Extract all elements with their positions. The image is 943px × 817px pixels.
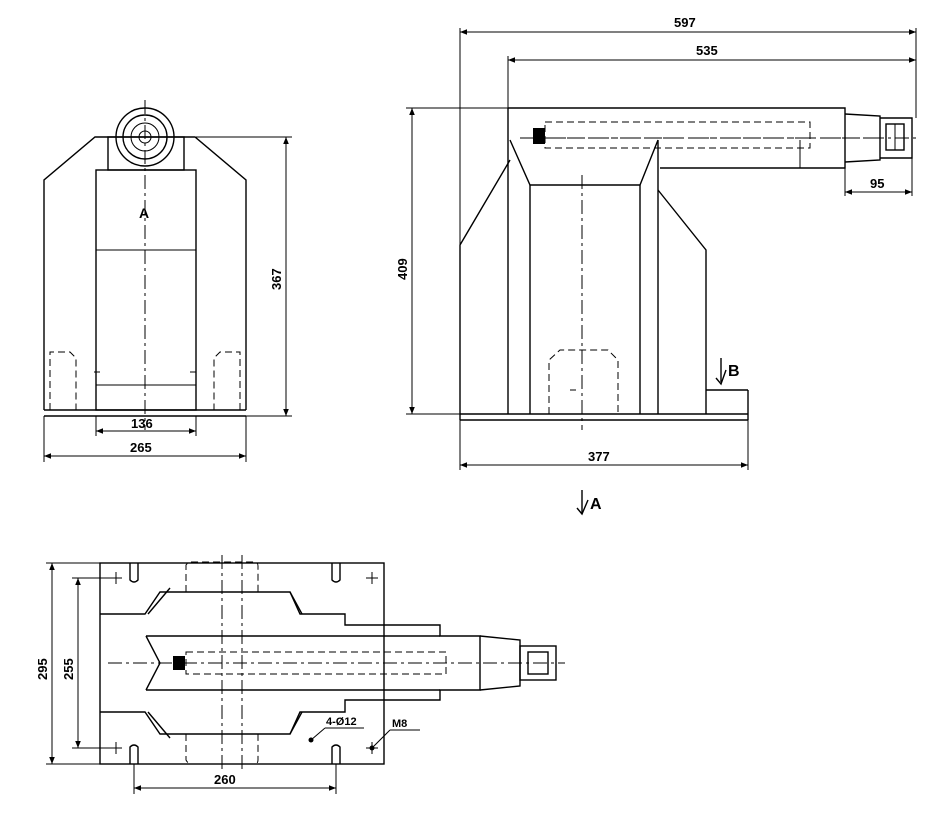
top-width-inner-dimension: 255	[61, 658, 76, 680]
side-base-length-dimension: 377	[588, 449, 610, 464]
side-view: 597 535 95 409 377 B A	[395, 15, 920, 516]
side-overall-length-dimension: 597	[674, 15, 696, 30]
front-view: A 367 136 265	[43, 100, 292, 462]
front-view-mark: A	[139, 205, 149, 221]
mounting-slot	[129, 563, 341, 764]
front-base-inner-dimension: 136	[131, 416, 153, 431]
grounding-note: M8	[392, 718, 407, 730]
side-terminal-dimension: 95	[870, 176, 884, 191]
front-base-width-dimension: 265	[130, 440, 152, 455]
side-height-dimension: 409	[395, 258, 410, 280]
view-mark-a: A	[590, 496, 602, 513]
top-width-outer-dimension: 295	[35, 658, 50, 680]
top-mount-spacing-dimension: 260	[214, 772, 236, 787]
top-view: 295 255 260 4-Ø12 M8	[35, 555, 565, 794]
mounting-hole-note: 4-Ø12	[326, 716, 357, 728]
view-mark-b: B	[728, 363, 740, 380]
side-conductor-length-dimension: 535	[696, 43, 718, 58]
front-height-dimension: 367	[269, 268, 284, 290]
